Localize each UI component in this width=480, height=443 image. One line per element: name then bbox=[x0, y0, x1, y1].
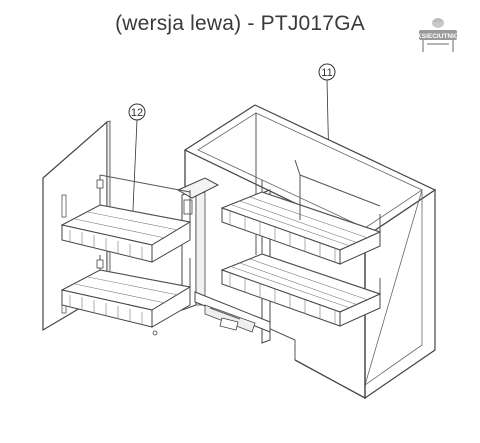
right-lower-basket bbox=[220, 244, 382, 327]
left-upper-basket bbox=[60, 174, 192, 263]
brand-logo: KSIECIUTNIO bbox=[417, 18, 459, 52]
callout-11-label: 11 bbox=[321, 67, 332, 79]
pullout-mechanism bbox=[176, 177, 271, 333]
callout-12-label: 12 bbox=[131, 107, 143, 119]
cabinet-body bbox=[183, 104, 437, 400]
diagram-title: (wersja lewa) - PTJ017GA bbox=[115, 12, 365, 35]
right-upper-basket bbox=[220, 159, 382, 265]
left-lower-basket bbox=[60, 255, 192, 336]
svg-text:KSIECIUTNIO: KSIECIUTNIO bbox=[417, 33, 459, 40]
